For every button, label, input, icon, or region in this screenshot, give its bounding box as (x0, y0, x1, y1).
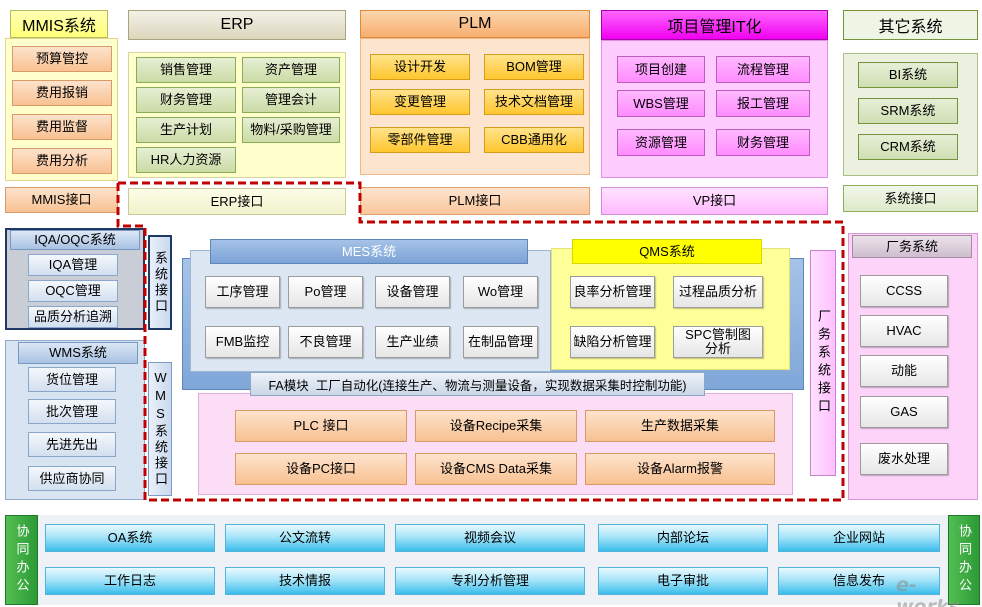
wms-item-fifo: 先进先出 (28, 432, 116, 457)
wms-item-location-management: 货位管理 (28, 367, 116, 392)
office-label-left: 协同办公 (5, 515, 38, 605)
plm-interface: PLM接口 (360, 187, 590, 215)
qms-item-process-quality-analysis: 过程品质分析 (673, 276, 763, 308)
wms-system-interface-label: WMS系统接口 (153, 370, 168, 488)
facility-item-ccss: CCSS (860, 275, 948, 307)
wms-system-interface: WMS系统接口 (148, 362, 172, 496)
erp-item-financial-management: 财务管理 (136, 87, 236, 113)
fa-item-equipment-recipe-collection: 设备Recipe采集 (415, 410, 577, 442)
office-item-information-release: 信息发布 (778, 567, 940, 595)
pm-item-work-report-management: 报工管理 (716, 90, 810, 117)
vp-interface: VP接口 (601, 187, 828, 215)
wms-title: WMS系统 (18, 342, 138, 364)
erp-interface: ERP接口 (128, 188, 346, 215)
office-item-document-flow: 公文流转 (225, 524, 385, 552)
iqa-item-oqc-management: OQC管理 (28, 280, 118, 302)
mes-item-defect-management: 不良管理 (288, 326, 363, 358)
office-item-work-log: 工作日志 (45, 567, 215, 595)
other-item-crm-system: CRM系统 (858, 134, 958, 160)
mes-item-production-performance: 生产业绩 (375, 326, 450, 358)
fa-item-equipment-cms-data-collection: 设备CMS Data采集 (415, 453, 577, 485)
mes-item-po-management: Po管理 (288, 276, 363, 308)
facility-system-interface: 厂务系统接口 (810, 250, 836, 476)
pm-item-resource-management: 资源管理 (617, 129, 705, 156)
wms-item-batch-management: 批次管理 (28, 399, 116, 424)
erp-item-sales-management: 销售管理 (136, 57, 236, 83)
wms-item-supplier-collaboration: 供应商协同 (28, 466, 116, 491)
mmis-title: MMIS系统 (10, 10, 108, 38)
office-item-company-website: 企业网站 (778, 524, 940, 552)
pm-item-wbs-management: WBS管理 (617, 90, 705, 117)
pm-item-process-management: 流程管理 (716, 56, 810, 83)
office-item-patent-analysis-management: 专利分析管理 (395, 567, 585, 595)
office-label-right-text: 协同办公 (957, 524, 972, 596)
fa-item-equipment-alarm: 设备Alarm报警 (585, 453, 775, 485)
erp-item-material-purchasing: 物料/采购管理 (242, 117, 340, 143)
erp-title: ERP (128, 10, 346, 40)
office-label-left-text: 协同办公 (14, 524, 30, 596)
facility-title: 厂务系统 (852, 235, 972, 258)
mes-title: MES系统 (210, 239, 528, 264)
erp-item-production-planning: 生产计划 (136, 117, 236, 143)
plm-item-design-development: 设计开发 (370, 54, 470, 80)
office-item-technical-intelligence: 技术情报 (225, 567, 385, 595)
iqa-oqc-title: IQA/OQC系统 (10, 230, 140, 250)
facility-item-wastewater-treatment: 废水处理 (860, 443, 948, 475)
other-systems-interface: 系统接口 (843, 185, 978, 212)
qms-item-spc-chart-analysis: SPC管制图分析 (673, 326, 763, 358)
plm-item-bom-management: BOM管理 (484, 54, 584, 80)
fa-item-production-data-collection: 生产数据采集 (585, 410, 775, 442)
plm-title: PLM (360, 10, 590, 38)
qms-item-yield-analysis: 良率分析管理 (570, 276, 655, 308)
iqa-item-quality-traceability: 品质分析追溯 (28, 306, 118, 328)
watermark-logo: e-works (896, 574, 960, 607)
pm-item-financial-management: 财务管理 (716, 129, 810, 156)
qms-title: QMS系统 (572, 239, 762, 264)
mmis-item-expense-analysis: 费用分析 (12, 148, 112, 174)
mmis-item-budget-control: 预算管控 (12, 46, 112, 72)
mes-item-fmb-monitoring: FMB监控 (205, 326, 280, 358)
mes-item-wip-management: 在制品管理 (463, 326, 538, 358)
project-management-title: 项目管理IT化 (601, 10, 828, 40)
fa-item-plc-interface: PLC 接口 (235, 410, 407, 442)
qms-item-defect-analysis: 缺陷分析管理 (570, 326, 655, 358)
mes-item-equipment-management: 设备管理 (375, 276, 450, 308)
iqa-system-interface: 系统接口 (148, 235, 172, 330)
erp-item-asset-management: 资产管理 (242, 57, 340, 83)
office-item-internal-forum: 内部论坛 (598, 524, 768, 552)
mmis-item-expense-supervision: 费用监督 (12, 114, 112, 140)
mes-item-process-management: 工序管理 (205, 276, 280, 308)
facility-system-interface-label: 厂务系统接口 (816, 309, 831, 417)
mmis-interface: MMIS接口 (5, 187, 118, 213)
other-item-bi-system: BI系统 (858, 62, 958, 88)
plm-item-parts-management: 零部件管理 (370, 127, 470, 153)
iqa-system-interface-label: 系统接口 (153, 250, 168, 315)
mes-item-wo-management: Wo管理 (463, 276, 538, 308)
plm-item-technical-document-management: 技术文档管理 (484, 89, 584, 115)
iqa-item-iqa-management: IQA管理 (28, 254, 118, 276)
other-item-srm-system: SRM系统 (858, 98, 958, 124)
office-item-electronic-approval: 电子审批 (598, 567, 768, 595)
mmis-item-expense-reimbursement: 费用报销 (12, 80, 112, 106)
facility-item-energy: 动能 (860, 355, 948, 387)
other-systems-title: 其它系统 (843, 10, 978, 40)
erp-item-hr-resources: HR人力资源 (136, 147, 236, 173)
plm-item-cbb-generalization: CBB通用化 (484, 127, 584, 153)
pm-item-project-creation: 项目创建 (617, 56, 705, 83)
plm-item-change-management: 变更管理 (370, 89, 470, 115)
erp-item-management-accounting: 管理会计 (242, 87, 340, 113)
fa-item-equipment-pc-interface: 设备PC接口 (235, 453, 407, 485)
fa-title: FA模块 工厂自动化(连接生产、物流与测量设备，实现数据采集时控制功能) (250, 372, 705, 396)
office-item-video-conference: 视频会议 (395, 524, 585, 552)
office-label-right: 协同办公 (948, 515, 980, 605)
facility-item-gas: GAS (860, 396, 948, 428)
facility-item-hvac: HVAC (860, 315, 948, 347)
office-item-oa-system: OA系统 (45, 524, 215, 552)
